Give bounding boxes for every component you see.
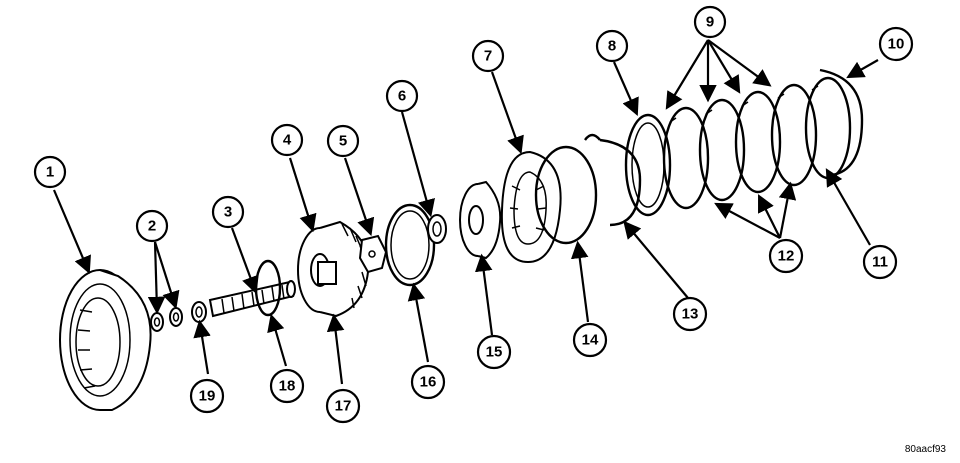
svg-text:1: 1 xyxy=(46,164,54,181)
part-thrust-washer xyxy=(191,301,207,323)
svg-text:8: 8 xyxy=(608,38,616,55)
part-retainer-plate xyxy=(358,234,388,274)
callout-10: 10 xyxy=(878,26,914,62)
callout-19: 19 xyxy=(189,378,225,414)
callout-15: 15 xyxy=(476,334,512,370)
part-clutch-pack xyxy=(624,76,852,217)
callout-5: 5 xyxy=(326,124,360,158)
part-gear-carrier xyxy=(297,220,370,318)
part-washers xyxy=(150,307,183,332)
svg-text:14: 14 xyxy=(582,332,599,349)
svg-text:11: 11 xyxy=(872,254,888,271)
callout-9: 9 xyxy=(693,5,727,39)
part-hub xyxy=(459,180,502,260)
callout-14: 14 xyxy=(572,322,608,358)
callout-18: 18 xyxy=(269,368,305,404)
svg-text:15: 15 xyxy=(486,344,503,361)
svg-text:19: 19 xyxy=(199,388,216,405)
svg-text:3: 3 xyxy=(224,204,232,221)
figure-reference-code: 80aacf93 xyxy=(904,444,946,455)
part-small-washer xyxy=(427,214,447,244)
part-end-snap-ring xyxy=(819,68,864,177)
part-pressure-ring xyxy=(534,145,598,245)
callout-12: 12 xyxy=(768,238,804,274)
svg-text:17: 17 xyxy=(335,398,352,415)
svg-text:18: 18 xyxy=(279,378,296,395)
svg-text:13: 13 xyxy=(682,306,699,323)
svg-text:7: 7 xyxy=(484,48,492,65)
callout-3: 3 xyxy=(211,195,245,229)
svg-text:2: 2 xyxy=(148,218,156,235)
leader-lines xyxy=(52,39,879,385)
svg-text:12: 12 xyxy=(778,248,795,265)
svg-text:5: 5 xyxy=(339,133,347,150)
callout-11: 11 xyxy=(862,244,898,280)
callout-6: 6 xyxy=(385,79,419,113)
callout-8: 8 xyxy=(595,29,629,63)
part-housing-drum xyxy=(59,269,152,411)
callout-1: 1 xyxy=(33,155,67,189)
callout-16: 16 xyxy=(410,364,446,400)
part-reaction-plate xyxy=(500,150,562,264)
svg-text:4: 4 xyxy=(283,132,292,149)
callout-17: 17 xyxy=(325,388,361,424)
part-splined-shaft xyxy=(208,280,296,318)
svg-text:9: 9 xyxy=(706,14,714,31)
svg-text:16: 16 xyxy=(420,374,437,391)
callout-2: 2 xyxy=(135,209,169,243)
callout-7: 7 xyxy=(471,39,505,73)
callout-13: 13 xyxy=(672,296,708,332)
svg-text:6: 6 xyxy=(398,88,406,105)
svg-text:10: 10 xyxy=(888,36,905,53)
callout-4: 4 xyxy=(270,123,304,157)
part-snap-ring xyxy=(384,203,436,287)
